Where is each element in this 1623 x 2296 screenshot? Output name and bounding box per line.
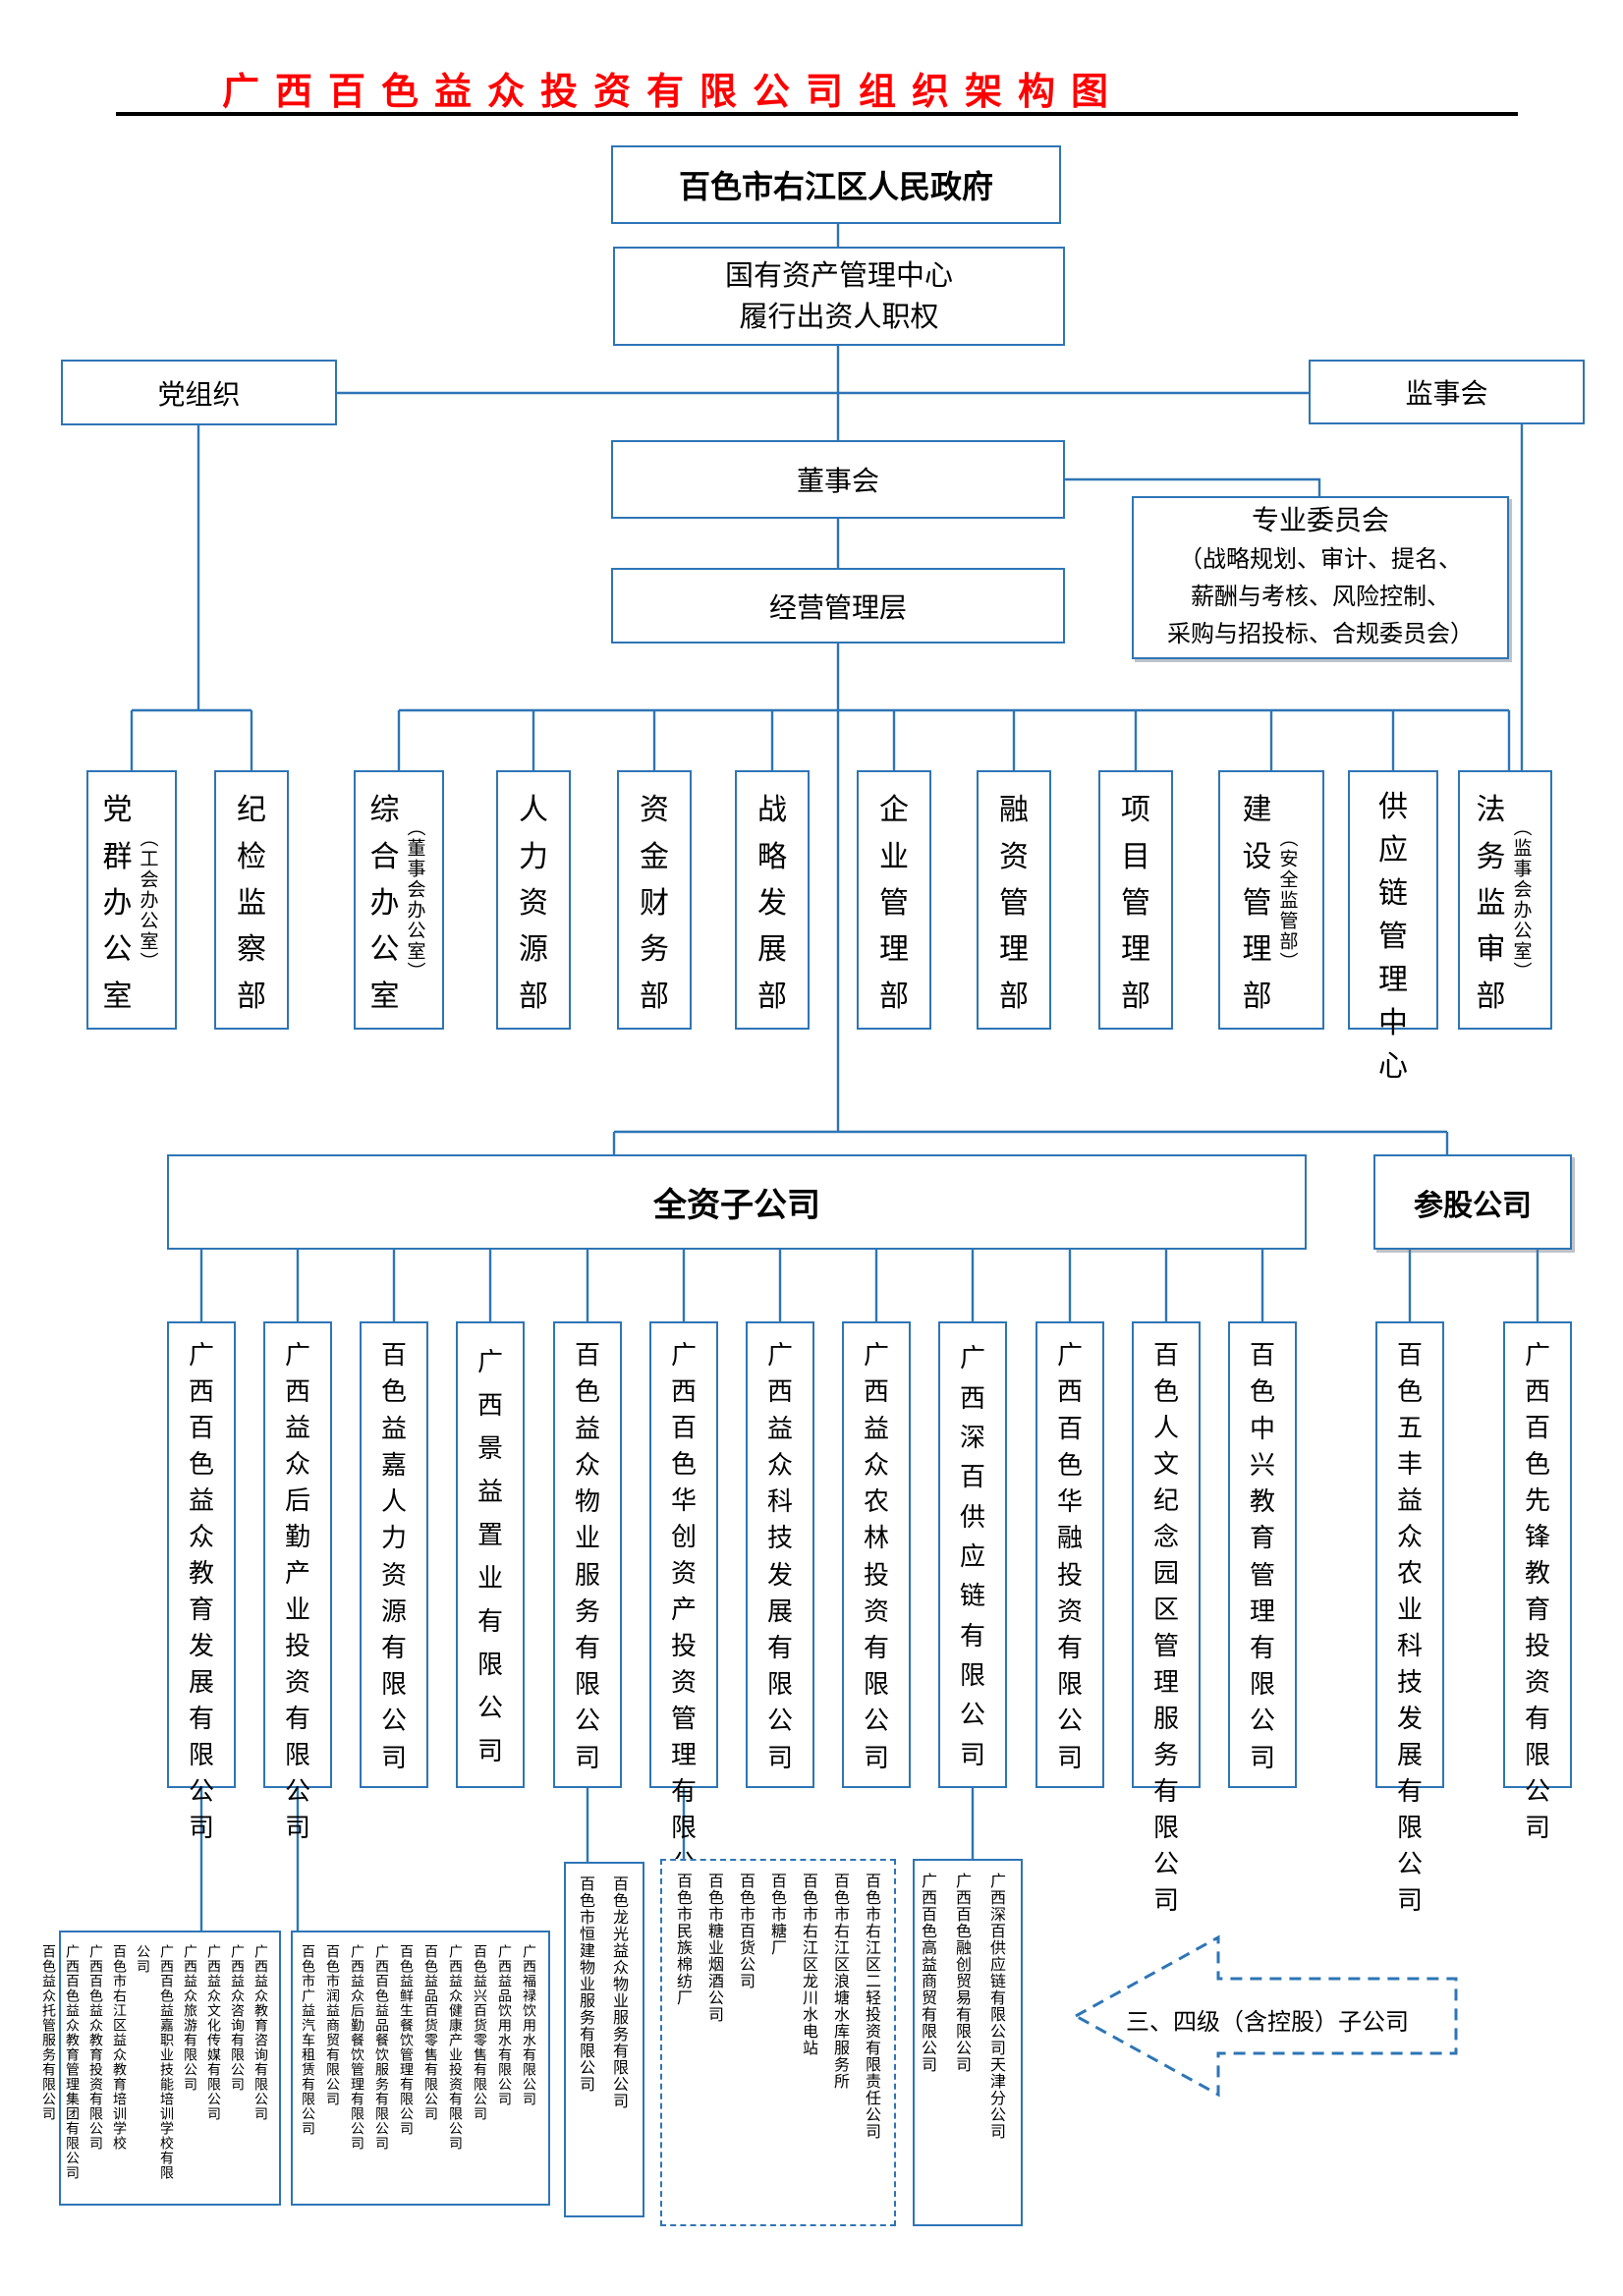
subsidiary-box-7: 广西益众科技发展有限公司 <box>746 1321 814 1788</box>
company-name: 百色市右江区龙川水电站 <box>800 1873 816 2056</box>
subsidiary-box-5: 百色益众物业服务有限公司 <box>553 1321 622 1788</box>
company-name: 百色市广益汽车租赁有限公司 <box>300 1944 314 2136</box>
company-name: 百色市右江区二轻投资有限责任公司 <box>863 1873 879 2140</box>
company-name: 百色市右江区浪塘水库服务所 <box>831 1873 848 2090</box>
company-name: 广西益众文化传媒有限公司 <box>205 1944 220 2121</box>
committee-line: （战略规划、审计、提名、 <box>1179 547 1462 573</box>
committee-line: 采购与招投标、合规委员会） <box>1167 622 1474 647</box>
dept-box-enterprise-management: 企业管理部 <box>857 770 931 1030</box>
subsidiary-box-1: 广西百色益众教育发展有限公司 <box>167 1321 236 1842</box>
box-asset-management-center: 国有资产管理中心 履行出资人职权 <box>613 247 1065 346</box>
dept-box-supply-chain-center: 供应链管理中心 <box>1348 770 1438 1083</box>
committee-line: 薪酬与考核、风险控制、 <box>1191 585 1450 610</box>
company-name: 广西百色益众教育管理集团有限公司 <box>64 1944 79 2180</box>
bottom-group-supply-chain: 广西深百供应链有限公司天津分公司 广西百色融创贸易有限公司 广西百色高益商贸有限… <box>913 1859 1023 2226</box>
company-name: 百色市糖厂 <box>768 1873 785 1956</box>
subsidiary-box-10: 广西百色华融投资有限公司 <box>1035 1321 1104 1788</box>
subsidiary-box-6: 广西百色华创资产投资管理有限公司 <box>649 1321 718 1915</box>
box-equity-participation-header: 参股公司 <box>1373 1154 1572 1250</box>
subsidiary-box-12: 百色中兴教育管理有限公司 <box>1228 1321 1297 1788</box>
company-name: 广西深百供应链有限公司天津分公司 <box>987 1873 1004 2140</box>
company-name: 广西百色高益商贸有限公司 <box>919 1873 935 2073</box>
arrow-label: 三、四级（含控股）子公司 <box>1126 2010 1409 2036</box>
dept-box-strategy-development: 战略发展部 <box>735 770 810 1030</box>
committee-title: 专业委员会 <box>1251 506 1389 536</box>
subsidiary-box-9: 广西深百供应链有限公司 <box>938 1321 1007 1788</box>
asset-center-line2: 履行出资人职权 <box>739 301 939 333</box>
company-name: 百色市民族棉纺厂 <box>674 1873 691 2006</box>
dept-box-financing-management: 融资管理部 <box>977 770 1051 1030</box>
company-name: 广西百色益嘉职业技能培训学校有限公司 <box>135 1944 173 2180</box>
company-name: 百色益兴百货零售有限公司 <box>472 1944 486 2121</box>
company-name: 百色市糖业烟酒公司 <box>705 1873 722 2023</box>
bottom-group-legacy-enterprises: 百色市右江区二轻投资有限责任公司 百色市右江区浪塘水库服务所 百色市右江区龙川水… <box>660 1859 896 2226</box>
dept-box-finance: 资金财务部 <box>617 770 692 1030</box>
box-wholly-owned-header: 全资子公司 <box>167 1154 1307 1250</box>
company-name: 广西百色融创贸易有限公司 <box>953 1873 970 2073</box>
dept-box-human-resources: 人力资源部 <box>496 770 571 1030</box>
company-name: 百色龙光益众物业服务有限公司 <box>610 1876 627 2109</box>
company-name: 广西益品饮用水有限公司 <box>496 1944 511 2106</box>
bottom-group-logistics: 广西福禄饮用水有限公司 广西益品饮用水有限公司 百色益兴百货零售有限公司 广西益… <box>291 1931 550 2206</box>
subsidiary-box-8: 广西益众农林投资有限公司 <box>842 1321 911 1788</box>
dept-box-construction-management: 建设管理部 （安全监管部） <box>1218 770 1324 1030</box>
title-underline <box>116 112 1518 116</box>
company-name: 广西福禄饮用水有限公司 <box>521 1944 535 2106</box>
asset-center-line1: 国有资产管理中心 <box>724 259 953 292</box>
box-management-level: 经营管理层 <box>611 568 1065 644</box>
company-name: 百色市百货公司 <box>737 1873 754 1989</box>
company-name: 广西百色益品餐饮服务有限公司 <box>373 1944 388 2151</box>
company-name: 百色市恒建物业服务有限公司 <box>577 1876 593 2093</box>
subsidiary-box-4: 广西景益置业有限公司 <box>456 1321 525 1788</box>
box-special-committees: 专业委员会 （战略规划、审计、提名、 薪酬与考核、风险控制、 采购与招投标、合规… <box>1132 496 1509 659</box>
company-name: 百色益鲜生餐饮管理有限公司 <box>398 1944 413 2136</box>
box-board-of-directors: 董事会 <box>611 440 1065 519</box>
company-name: 百色市右江区益众教育培训学校 <box>111 1944 126 2151</box>
subsidiary-box-11: 百色人文纪念园区管理服务有限公司 <box>1132 1321 1201 1915</box>
company-name: 广西益众咨询有限公司 <box>229 1944 244 2092</box>
equity-subsidiary-box-2: 广西百色先锋教育投资有限公司 <box>1503 1321 1572 1842</box>
company-name: 百色益品百货零售有限公司 <box>422 1944 437 2121</box>
subsidiary-box-3: 百色益嘉人力资源有限公司 <box>360 1321 428 1788</box>
company-name: 百色益众托管服务有限公司 <box>40 1944 55 2121</box>
box-party-organization: 党组织 <box>61 360 337 425</box>
bottom-group-education: 广西益众教育咨询有限公司 广西益众咨询有限公司 广西益众文化传媒有限公司 广西益… <box>40 1931 281 2206</box>
company-name: 广西益众旅游有限公司 <box>182 1944 196 2092</box>
dept-box-project-management: 项目管理部 <box>1098 770 1173 1030</box>
dept-box-general-office: 综合办公室 （董事会办公室） <box>354 770 444 1030</box>
company-name: 广西益众后勤餐饮管理有限公司 <box>349 1944 364 2151</box>
third-fourth-level-arrow <box>1072 1934 1458 2098</box>
company-name: 广西益众教育咨询有限公司 <box>252 1944 267 2121</box>
dept-box-discipline-inspection: 纪检监察部 <box>214 770 289 1030</box>
box-supervisory-board: 监事会 <box>1309 360 1585 424</box>
subsidiary-box-2: 广西益众后勤产业投资有限公司 <box>263 1321 332 1842</box>
box-government: 百色市右江区人民政府 <box>611 145 1061 224</box>
dept-box-legal-audit: 法务监审部 （监事会办公室） <box>1458 770 1552 1030</box>
company-name: 广西百色益众教育投资有限公司 <box>87 1944 102 2151</box>
company-name: 广西益众健康产业投资有限公司 <box>447 1944 462 2151</box>
page-title: 广西百色益众投资有限公司组织架构图 <box>221 72 1124 113</box>
dept-box-party-mass-office: 党群办公室 （工会办公室） <box>86 770 177 1030</box>
company-name: 百色市润益商贸有限公司 <box>324 1944 339 2106</box>
bottom-group-property: 百色龙光益众物业服务有限公司 百色市恒建物业服务有限公司 <box>564 1862 644 2217</box>
equity-subsidiary-box-1: 百色五丰益众农业科技发展有限公司 <box>1375 1321 1444 1915</box>
